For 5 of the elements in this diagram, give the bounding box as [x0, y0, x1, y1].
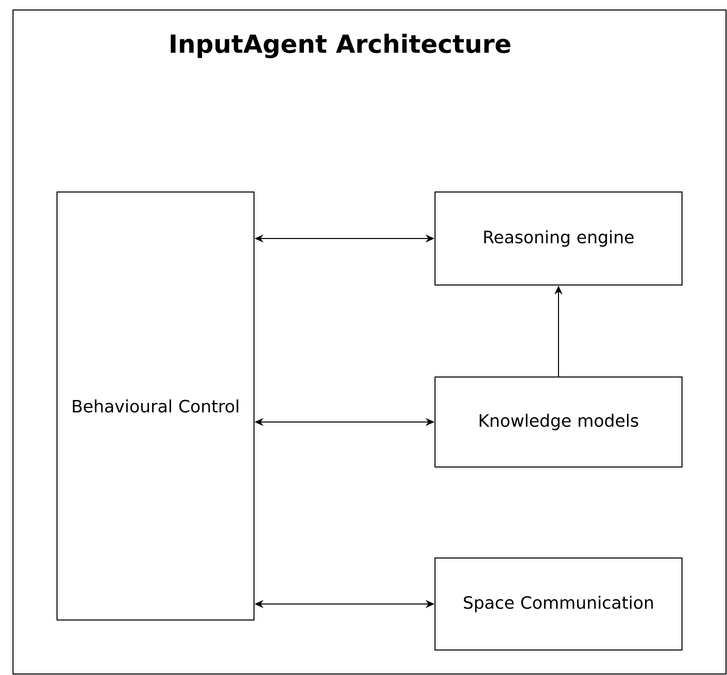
process-box: Space Communication — [434, 558, 682, 650]
process-box: Knowledge models — [434, 376, 682, 468]
process-box: Reasoning engine — [434, 192, 682, 286]
title: InputAgent Architecture — [170, 34, 510, 58]
process-box: Behavioural Control — [56, 192, 254, 620]
